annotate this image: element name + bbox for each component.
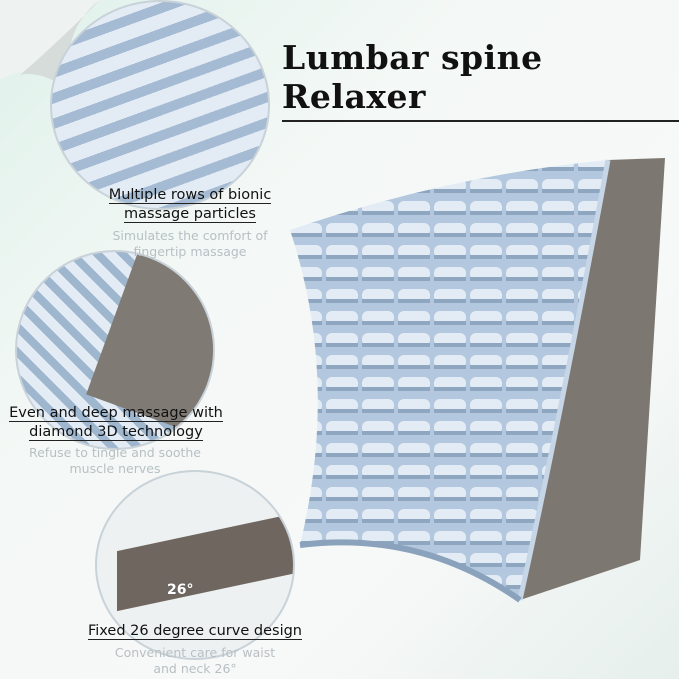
detail-circle-particles: [50, 0, 270, 210]
detail-circle-curve: 26°: [95, 470, 295, 660]
detail-circle-diamond: [15, 250, 215, 450]
foam-wedge: [117, 512, 293, 612]
page-curl: [0, 0, 100, 90]
page-title: Lumbar spine Relaxer: [282, 38, 679, 122]
feature-3-heading: Fixed 26 degree curve design: [87, 623, 302, 640]
angle-label: 26°: [167, 582, 194, 598]
